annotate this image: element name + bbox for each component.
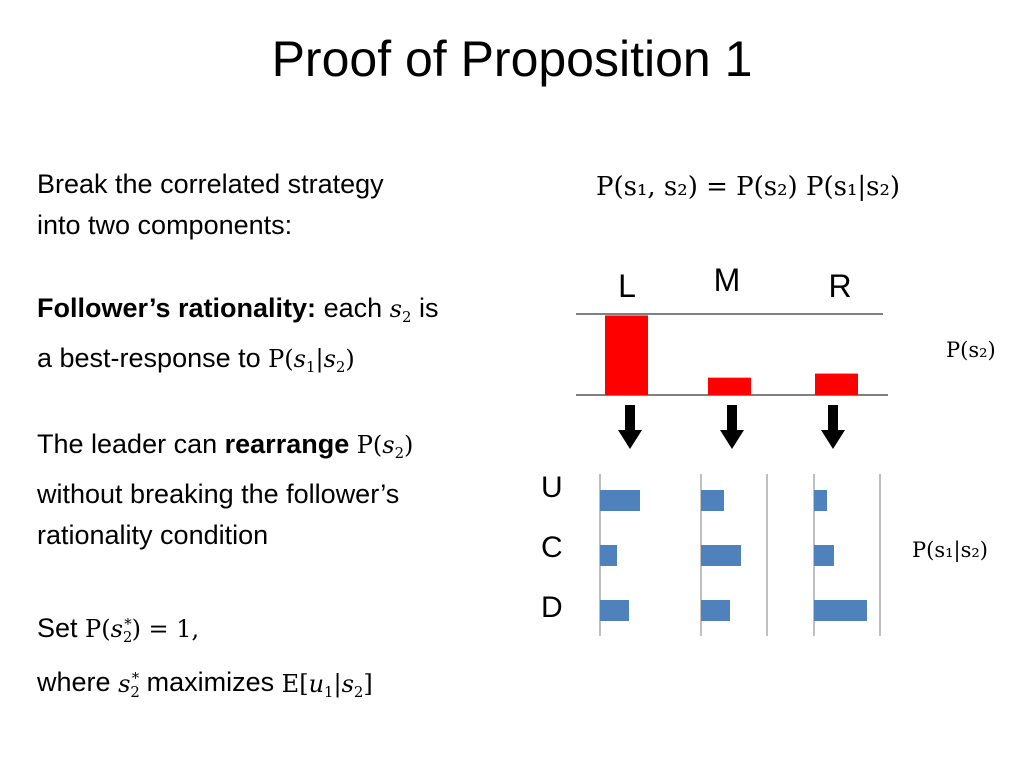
down-arrow-icon-m [720,405,744,449]
paragraph-follower-rationality: Follower’s rationality: each s2 is a bes… [37,288,438,388]
leader-can-text: The leader can [37,429,218,459]
follower-rationality-heading: Follower’s rationality: [37,293,317,323]
bar-r-d [814,600,867,621]
p-s2-star: P(s2*) [85,615,141,647]
factorization-equation: P(s₁, s₂) = P(s₂) P(s₁|s₂) [596,172,901,202]
rearrange-line-2: without breaking the follower’s [37,479,400,510]
intro-line-1: Break the correlated strategy [37,169,384,199]
bar-m [708,377,751,395]
p-s2-inline: P(s2) [356,431,414,463]
bar-l [605,315,648,395]
bar-l-u [600,490,640,511]
bar-r [815,373,858,395]
paragraph-rearrange: The leader can rearrange P(s2) without b… [37,424,413,556]
bar-m-u [701,490,724,511]
down-arrow-icon-r [821,405,845,449]
rearrange-line-1: The leader can rearrange P(s2) [37,424,413,474]
set-line-2: where s2* maximizes E[u1|s2] [37,658,373,712]
each-text: each [323,293,383,323]
follower-line-1: Follower’s rationality: each s2 is [37,288,438,338]
follower-line-2: a best-response to P(s1|s2) [37,338,438,388]
bar-m-c [701,545,741,566]
bar-l-d [600,600,629,621]
bar-r-u [814,490,827,511]
s2-star-symbol: s2* [118,669,140,701]
where-text: where [37,667,111,698]
rearrange-line-3: rationality condition [37,520,269,551]
label-p-s2: P(s₂) [946,338,996,362]
best-response-text: a best-response to [37,343,261,374]
maximizes-text: maximizes [146,667,275,698]
equals-one: = 1, [148,615,200,644]
is-text: is [418,293,439,323]
set-text: Set [37,613,78,644]
p-s1-given-s2-inline: P(s1|s2) [268,345,355,377]
bar-r-c [814,545,834,566]
bar-l-c [600,545,617,566]
row-label-d: D [541,591,563,624]
label-p-s1-given-s2: P(s₁|s₂) [912,538,988,562]
column-label-r: R [828,268,852,304]
page-title: Proof of Proposition 1 [271,31,753,87]
paragraph-set: Set P(s2*) = 1, where s2* maximizes E[u1… [37,604,373,713]
rearrange-word: rearrange [224,429,350,459]
column-label-m: M [713,262,741,298]
column-label-l: L [618,268,636,304]
paragraph-intro: Break the correlated strategy into two c… [37,164,384,246]
bar-m-d [701,600,730,621]
down-arrow-icon-l [618,405,642,449]
set-line-1: Set P(s2*) = 1, [37,604,373,658]
intro-line-2: into two components: [37,210,293,240]
expected-utility: E[u1|s2] [281,669,373,701]
s2-symbol: s2 [389,295,412,327]
row-label-c: C [541,531,563,564]
row-label-u: U [541,471,563,504]
